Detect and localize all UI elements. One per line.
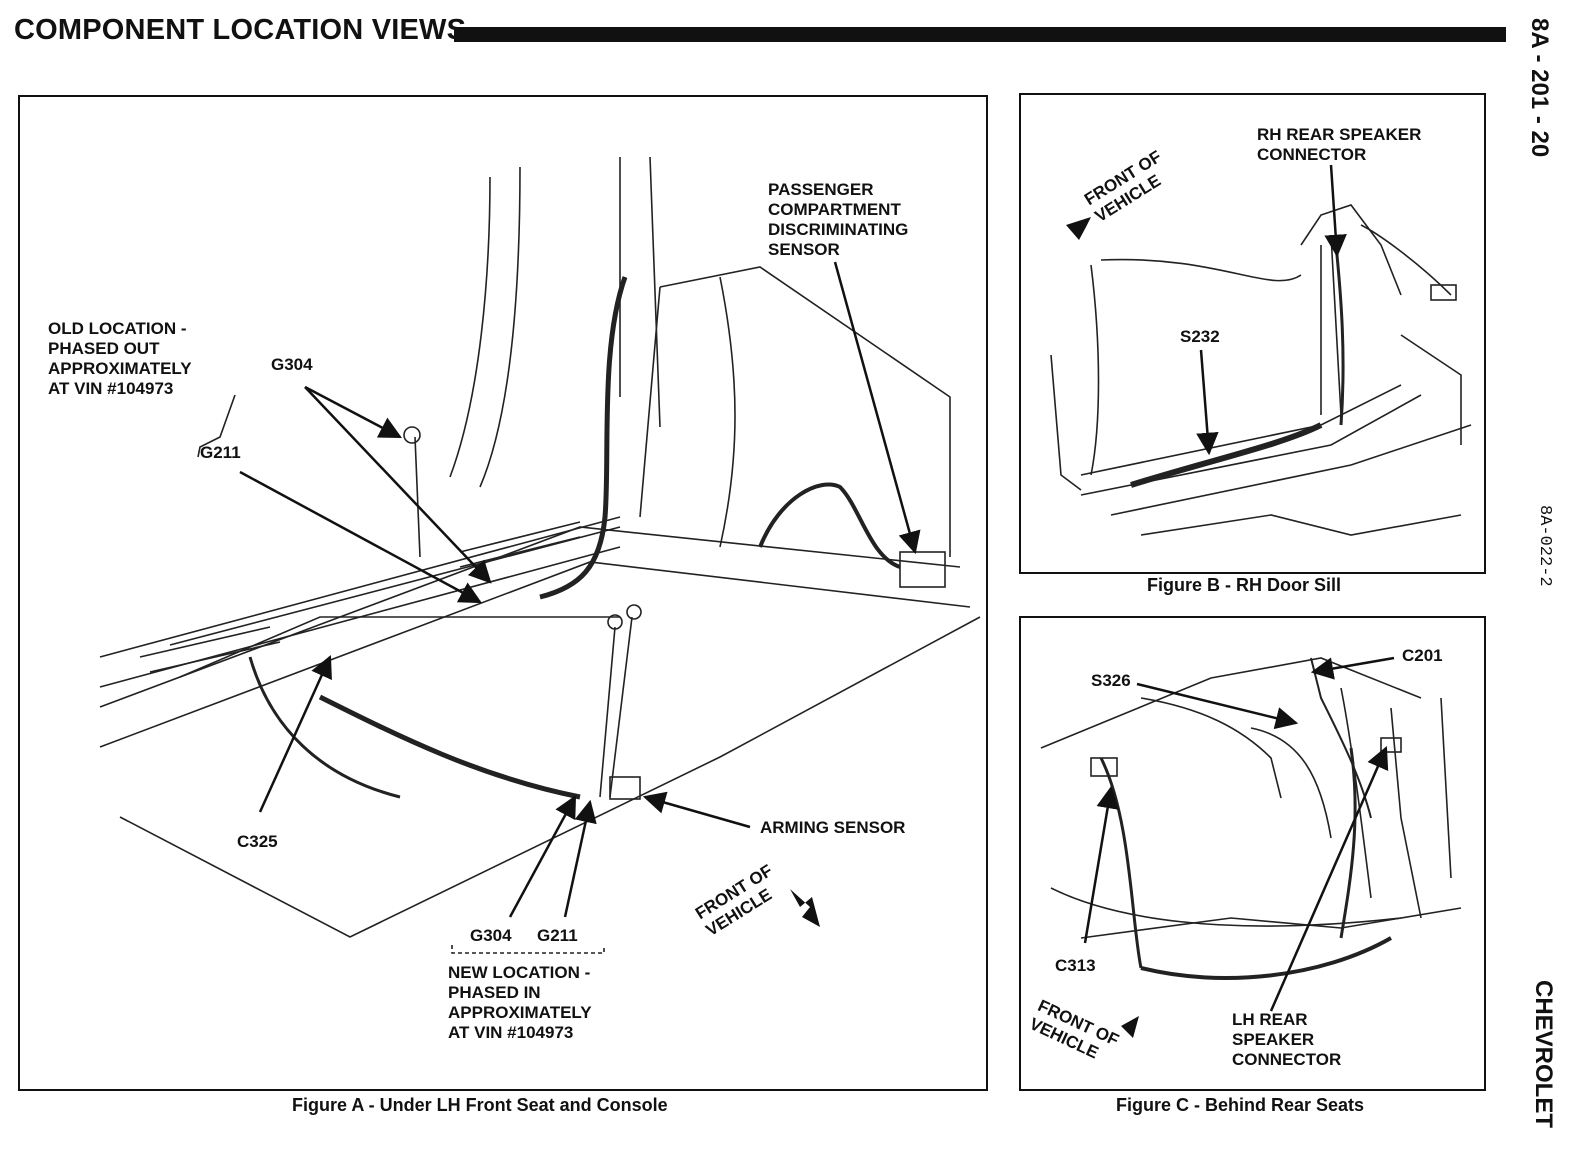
g304-bottom-label: G304 [470,926,512,945]
front-arrow-b [1066,217,1091,240]
page-title: COMPONENT LOCATION VIEWS [14,14,467,46]
new-location-label: NEW LOCATION - PHASED IN APPROXIMATELY A… [448,963,592,1042]
c201-label: C201 [1402,646,1443,665]
figure-b-caption: Figure B - RH Door Sill [1147,575,1342,595]
g211-bottom-label: G211 [537,926,578,945]
front-arrow-c [1121,1016,1139,1038]
figure-c-panel: C201 S326 C313 FRONT OF VEHICLE LH REAR … [1019,616,1486,1091]
figure-a-caption: Figure A - Under LH Front Seat and Conso… [292,1095,668,1115]
section-code: 8A - 201 - 20 [1526,18,1553,158]
figure-a-panel: OLD LOCATION - PHASED OUT APPROXIMATELY … [18,95,988,1091]
c325-label: C325 [237,832,278,851]
c313-label: C313 [1055,956,1096,975]
figure-b-panel: FRONT OF VEHICLE RH REAR SPEAKER CONNECT… [1019,93,1486,574]
arming-sensor-label: ARMING SENSOR [760,818,906,837]
figure-c-drawing [1040,656,1462,1038]
figure-b-drawing [1050,164,1472,536]
figure-code: 8A-022-2 [1535,505,1554,587]
rh-speaker-label: RH REAR SPEAKER CONNECTOR [1257,125,1422,164]
lh-speaker-label: LH REAR SPEAKER CONNECTOR [1232,1010,1342,1069]
old-location-label: OLD LOCATION - PHASED OUT APPROXIMATELY … [48,319,192,398]
figure-c-caption: Figure C - Behind Rear Seats [1116,1095,1365,1115]
s326-label: S326 [1091,671,1131,690]
brand-label: CHEVROLET [1530,980,1557,1129]
figure-a-drawing [99,156,981,954]
g304-top-label: G304 [271,355,313,374]
s232-label: S232 [1180,327,1220,346]
header-rule [454,27,1506,42]
sensor-label: PASSENGER COMPARTMENT DISCRIMINATING SEN… [768,180,909,259]
front-arrow-a [790,889,820,927]
g211-top-label: G211 [200,443,241,462]
